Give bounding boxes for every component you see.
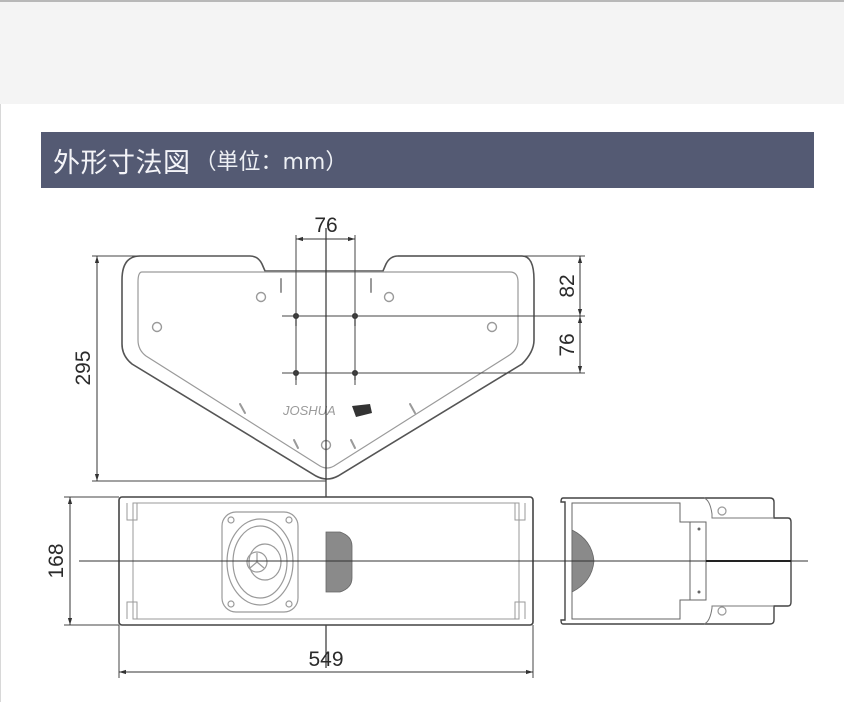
dimension-width: 549 (118, 625, 534, 678)
dimension-right-vertical: 82 76 (556, 256, 583, 373)
dimension-total-depth: 295 (72, 255, 326, 482)
dimension-height: 168 (45, 496, 119, 626)
side-view (540, 497, 808, 625)
speaker-driver (221, 511, 299, 613)
dimension-hole-spacing-h: 76 (296, 214, 355, 242)
title-bar: 外形寸法図 （単位：mm） (41, 132, 814, 188)
svg-text:168: 168 (45, 543, 68, 578)
grille (325, 531, 353, 593)
svg-text:549: 549 (308, 648, 343, 671)
svg-text:76: 76 (314, 214, 337, 237)
svg-text:82: 82 (556, 274, 579, 297)
svg-text:295: 295 (72, 350, 95, 385)
front-view (79, 496, 540, 626)
svg-text:76: 76 (556, 333, 579, 356)
unit-label: （単位：mm） (194, 150, 348, 175)
page-title: 外形寸法図 (53, 147, 191, 179)
brand-logo: JOSHUA (282, 403, 336, 418)
top-blank-band (0, 0, 844, 104)
